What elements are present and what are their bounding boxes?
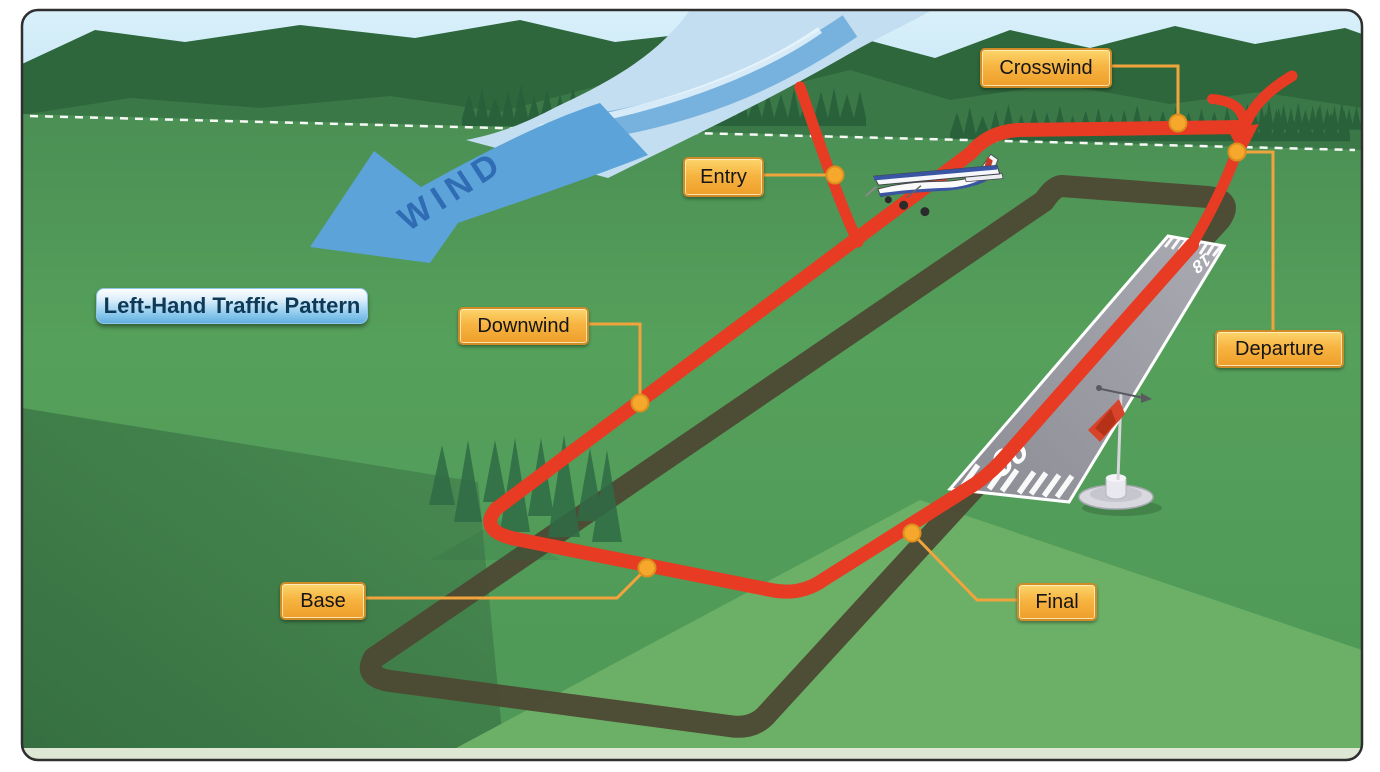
- label-entry: Entry: [683, 157, 764, 197]
- airplane-icon: [864, 153, 1004, 217]
- label-downwind: Downwind: [458, 307, 589, 345]
- crosswind-turn-arrowhead: [1227, 124, 1259, 157]
- bottom-road-strip: [22, 748, 1362, 760]
- label-departure: Departure: [1215, 330, 1344, 368]
- title-badge: Left-Hand Traffic Pattern: [96, 288, 368, 324]
- runway-number-18: 18: [1190, 248, 1213, 279]
- pattern-ground-shadow: [359, 175, 1236, 738]
- label-crosswind: Crosswind: [980, 48, 1112, 88]
- label-base: Base: [280, 582, 366, 620]
- label-final: Final: [1017, 583, 1097, 621]
- frame-border: [20, 8, 1364, 762]
- connector-dots: [630, 113, 1247, 578]
- windsock-icon: [1078, 385, 1162, 516]
- field-light-patch: [430, 500, 1362, 760]
- threshold-stripes-near: [960, 463, 1075, 499]
- label-connectors: [362, 64, 1275, 602]
